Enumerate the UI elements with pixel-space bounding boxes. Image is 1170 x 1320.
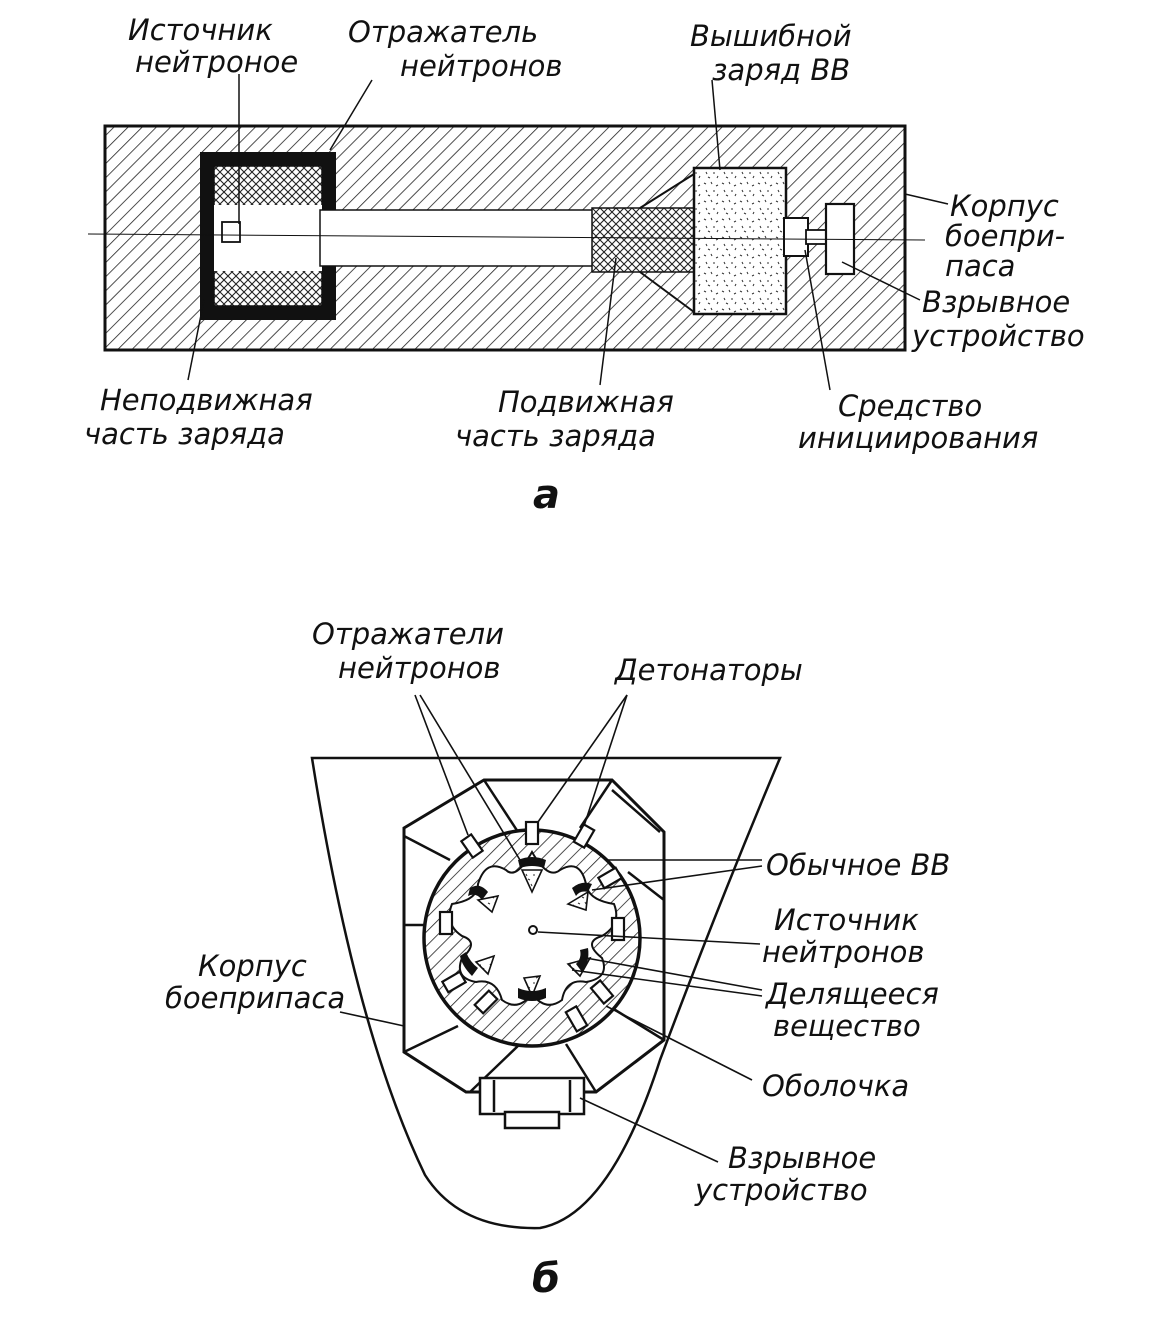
label-ammo-body-b: Корпус боеприпаса bbox=[165, 949, 345, 1015]
caption-a: а bbox=[533, 472, 560, 518]
leader-ammo-body bbox=[904, 193, 949, 205]
leader-initiator bbox=[804, 249, 831, 391]
label-explosive-device-b: Взрывное устройство bbox=[694, 1141, 885, 1207]
caption-b: б bbox=[532, 1256, 560, 1302]
neutron-reflectors bbox=[460, 857, 592, 1001]
label-shell: Оболочка bbox=[762, 1069, 909, 1103]
frame-partitions bbox=[403, 779, 665, 1093]
leader-expelling-charge bbox=[711, 79, 721, 171]
leader-movable-charge bbox=[599, 257, 617, 386]
label-explosive-device: Взрывное устройство bbox=[911, 285, 1085, 353]
explosive-device-b bbox=[478, 1076, 586, 1130]
leaders-b bbox=[339, 694, 763, 1163]
label-neutron-reflector: Отражатель нейтронов bbox=[348, 15, 563, 83]
figure-a: Источник нейтроное Отражатель нейтронов … bbox=[84, 13, 1085, 518]
leader-neutron-reflector bbox=[329, 79, 373, 151]
label-initiator: Средство инициирования bbox=[798, 389, 1038, 455]
figure-b: Отражатели нейтронов Детонаторы Обычное … bbox=[165, 617, 950, 1302]
label-neutron-reflectors: Отражатели нейтронов bbox=[312, 617, 513, 685]
neutron-source bbox=[221, 221, 241, 243]
ammo-body-outline-b bbox=[310, 756, 782, 1230]
leader-fixed-charge bbox=[187, 299, 205, 381]
label-movable-charge: Подвижная часть заряда bbox=[455, 385, 683, 453]
label-ammo-body: Корпус боепри- паса bbox=[945, 189, 1074, 283]
label-fixed-charge: Неподвижная часть заряда bbox=[84, 383, 322, 451]
detonators bbox=[438, 820, 626, 1033]
bore-channel bbox=[319, 209, 596, 267]
movable-charge bbox=[591, 207, 697, 273]
label-expelling-charge: Вышибной заряд ВВ bbox=[690, 19, 861, 87]
leader-explosive-device bbox=[841, 261, 921, 301]
fissile-material bbox=[474, 869, 592, 999]
axis-line bbox=[87, 233, 926, 241]
neutron-source-dot bbox=[528, 925, 538, 935]
movable-charge-taper bbox=[639, 173, 695, 313]
expelling-charge bbox=[692, 166, 788, 316]
label-conventional-explosive: Обычное ВВ bbox=[766, 848, 950, 882]
label-detonators: Детонаторы bbox=[613, 653, 803, 687]
label-neutron-source-b: Источник нейтронов bbox=[762, 903, 928, 969]
label-fissile-material: Делящееся вещество bbox=[764, 977, 948, 1043]
label-neutron-source: Источник нейтроное bbox=[128, 13, 298, 79]
